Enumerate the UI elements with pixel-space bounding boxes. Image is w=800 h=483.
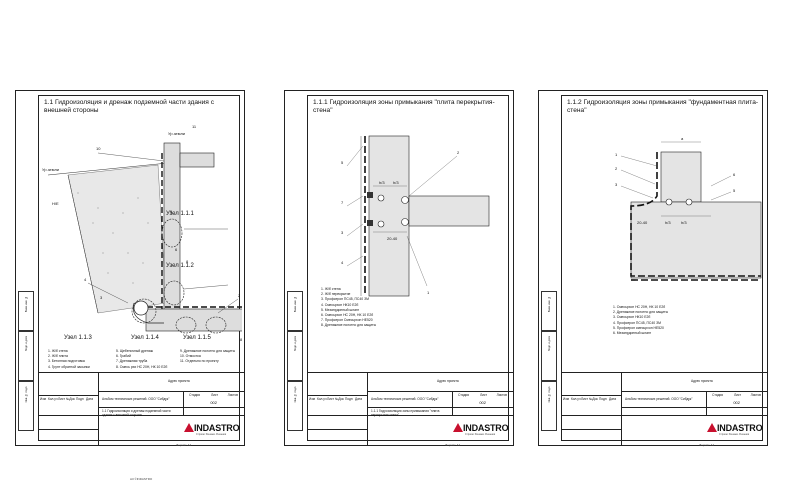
svg-text:1: 1: [427, 290, 430, 295]
node-callout: Узел 1.1.2: [166, 263, 194, 269]
svg-text:5: 5: [170, 209, 173, 214]
svg-text:3: 3: [100, 295, 103, 300]
section-drawing: а 1 2 3 6 5 h/3 h/3 20-40: [615, 136, 762, 281]
svg-text:20-40: 20-40: [387, 236, 398, 241]
svg-text:2: 2: [457, 150, 460, 155]
drawing-sheet-1: 1.1 Гидроизоляция и дренаж подземной час…: [15, 90, 245, 447]
svg-text:h/3: h/3: [681, 220, 687, 225]
drawing-sheet-2: 1.1.1 Гидроизоляция зоны примыкания "пли…: [284, 90, 514, 447]
svg-text:4: 4: [84, 277, 87, 282]
title-block: Адрес проекта Альбом технических решений…: [307, 372, 513, 445]
format-label: Формат А4: [176, 443, 192, 447]
svg-text:Н/Е: Н/Е: [52, 201, 59, 206]
svg-text:8: 8: [240, 337, 242, 342]
side-stamp: Взам. инв. № Подп. и дата Инв. № подл.: [285, 291, 307, 441]
svg-text:11: 11: [192, 124, 197, 129]
sheet-frame: [38, 95, 240, 441]
title-block: Адрес проекта Альбом технических решений…: [561, 372, 767, 445]
indastro-logo: INDASTRO Строим. Решаем. Решения: [707, 421, 763, 439]
svg-text:20-40: 20-40: [637, 220, 648, 225]
side-stamp: Взам. инв. № Подп. и дата Инв. № подл.: [16, 291, 38, 441]
svg-text:8: 8: [186, 259, 189, 264]
svg-text:7: 7: [341, 200, 344, 205]
sheet-title: 1.1.2 Гидроизоляция зоны примыкания "фун…: [567, 99, 759, 115]
svg-text:2: 2: [615, 166, 618, 171]
svg-text:а: а: [681, 136, 684, 141]
sheet-title: 1.1.1 Гидроизоляция зоны примыкания "пли…: [313, 99, 495, 115]
indastro-logo: INDASTRO Строим. Решаем. Решения: [184, 421, 240, 439]
svg-text:10: 10: [96, 146, 101, 151]
svg-text:5: 5: [733, 188, 736, 193]
side-stamp: Взам. инв. № Подп. и дата Инв. № подл.: [539, 291, 561, 441]
svg-text:h/3: h/3: [379, 180, 385, 185]
drawing-sheet-3: 1.1.2 Гидроизоляция зоны примыкания "фун…: [538, 90, 768, 447]
sheet-frame: [307, 95, 509, 441]
format-label: Формат А4: [445, 443, 461, 447]
node-callout: Узел 1.1.1: [166, 211, 194, 217]
format-label: Формат А4: [699, 443, 715, 447]
node-callout: Узел 1.1.3: [64, 335, 92, 341]
section-drawing: 5 7 3 4 2 1 h/3 h/3 20-40: [341, 135, 490, 297]
sheet-title: 1.1 Гидроизоляция и дренаж подземной час…: [44, 99, 215, 115]
svg-text:h/3: h/3: [665, 220, 671, 225]
svg-text:3: 3: [341, 230, 344, 235]
svg-text:3: 3: [615, 182, 618, 187]
svg-text:5: 5: [341, 160, 344, 165]
svg-text:h/3: h/3: [393, 180, 399, 185]
svg-text:Ур.земли: Ур.земли: [168, 131, 185, 136]
page-footer: A3 ©INDASTRO: [130, 477, 153, 481]
svg-text:4: 4: [341, 260, 344, 265]
node-callout: Узел 1.1.4: [131, 335, 159, 341]
node-callout: Узел 1.1.5: [183, 335, 211, 341]
svg-text:2: 2: [238, 293, 241, 298]
svg-text:6: 6: [175, 247, 178, 252]
indastro-logo: INDASTRO Строим. Решаем. Решения: [453, 421, 509, 439]
svg-text:6: 6: [733, 172, 736, 177]
title-block: Адрес проекта Альбом технических решений…: [38, 372, 244, 445]
sheet-frame: [561, 95, 763, 441]
svg-text:Ур.земли: Ур.земли: [42, 167, 59, 172]
svg-text:1: 1: [615, 152, 618, 157]
